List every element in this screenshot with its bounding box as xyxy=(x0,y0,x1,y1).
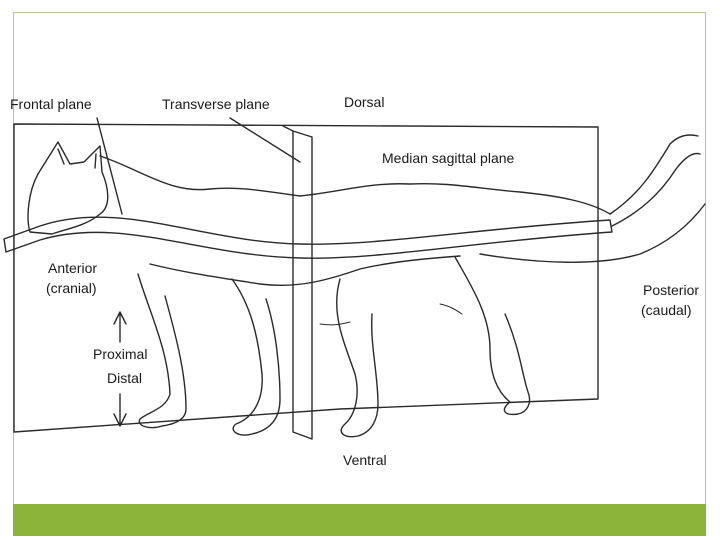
label-ventral: Ventral xyxy=(343,452,387,469)
cat-belly xyxy=(150,256,460,285)
label-frontal-plane: Frontal plane xyxy=(10,96,92,113)
label-proximal: Proximal xyxy=(93,346,147,363)
arrow-up-icon xyxy=(114,312,126,342)
leader-frontal xyxy=(97,118,122,214)
frontal-plane xyxy=(4,217,612,258)
label-anterior: Anterior xyxy=(48,260,97,277)
label-median-sagittal-plane: Median sagittal plane xyxy=(382,150,514,167)
label-cranial: (cranial) xyxy=(46,280,97,297)
cat-back xyxy=(100,156,610,214)
label-distal: Distal xyxy=(107,370,142,387)
arrow-down-icon xyxy=(114,394,126,426)
label-dorsal: Dorsal xyxy=(344,94,384,111)
cat-hind-legs xyxy=(337,279,378,437)
cat-tail xyxy=(610,135,700,226)
label-transverse-plane: Transverse plane xyxy=(162,96,270,113)
diagram-drawing xyxy=(0,74,720,474)
label-caudal: (caudal) xyxy=(641,302,692,319)
cat-planes-diagram: Frontal plane Transverse plane Dorsal Me… xyxy=(0,74,720,474)
label-posterior: Posterior xyxy=(643,282,699,299)
footer-bar xyxy=(13,504,706,536)
